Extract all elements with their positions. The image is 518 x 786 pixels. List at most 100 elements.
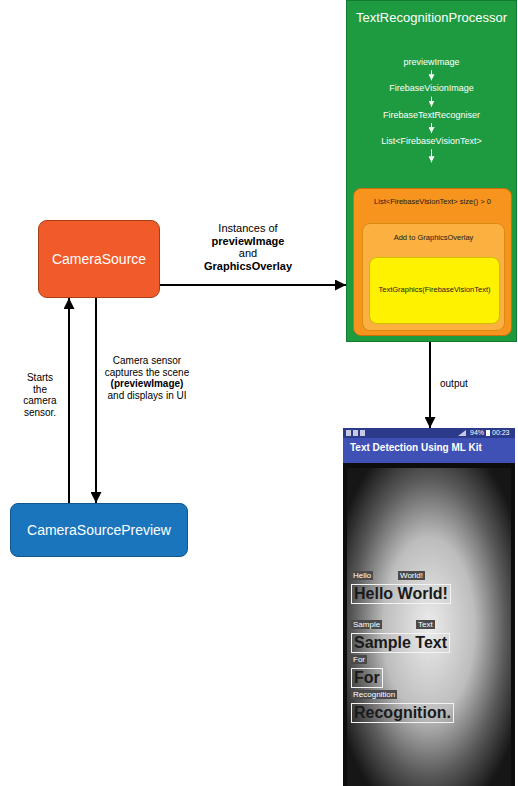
flow-step: FirebaseTextRecogniser <box>383 110 480 120</box>
label-word: UI <box>176 390 186 401</box>
edge-label: Starts the camera sensor. <box>12 372 68 418</box>
label-word: and <box>239 247 257 259</box>
label-word: displays <box>127 390 163 401</box>
overlay-label: Recognition <box>351 690 397 699</box>
node-label: TextRecognitionProcessor <box>356 11 507 26</box>
flow-arrow <box>431 70 432 80</box>
flow-arrow <box>429 342 431 428</box>
label-word: scene <box>163 367 190 378</box>
process-box: CameraSource <box>38 220 160 298</box>
overlay-label-box: Sample <box>351 620 382 629</box>
detected-text-box: Sample Text <box>351 633 450 653</box>
overlay-label-box: Hello <box>351 571 373 580</box>
label-word: the <box>146 367 160 378</box>
edge-label-box: Instances of previewImage and GraphicsOv… <box>193 222 303 273</box>
label-word: Instances <box>218 222 265 234</box>
label-word: (previewImage) <box>111 378 184 389</box>
label-word: Camera <box>113 355 149 366</box>
node-label: Text Detection Using ML Kit <box>350 442 482 454</box>
status-icon <box>353 430 358 436</box>
label-word: camera <box>23 395 56 406</box>
label-word: output <box>440 378 468 389</box>
edge-label: Camera sensor captures the scene (previe… <box>100 355 194 401</box>
detected-text: For <box>351 668 383 688</box>
flow-arrow <box>431 97 432 107</box>
flow-arrow <box>431 149 432 162</box>
label-line: and displays in UI <box>100 390 194 402</box>
graphics-box: TextGraphics(FirebaseVisionText) <box>369 257 500 324</box>
status-text-box: 94% <box>470 429 484 437</box>
overlay-label-box: World! <box>398 571 425 580</box>
status-icon <box>360 430 365 436</box>
node-label: List<FirebaseVisionText> size() > 0 <box>374 198 491 207</box>
label-word: the <box>33 384 47 395</box>
flow-arrow <box>68 298 70 503</box>
status-bar <box>343 428 515 438</box>
label-word: GraphicsOverlay <box>204 260 292 272</box>
phone-frame <box>343 428 515 786</box>
label-line: previewImage <box>193 235 303 248</box>
edge-label: output <box>440 378 500 390</box>
node-label: CameraSource <box>52 251 146 267</box>
detected-text-box: Hello World! <box>351 584 451 604</box>
label-word: and <box>108 390 125 401</box>
label-line: the <box>12 384 68 396</box>
detected-text: Hello World! <box>351 584 451 604</box>
label-line: GraphicsOverlay <box>193 260 303 273</box>
label-line: camera <box>12 395 68 407</box>
overlay-label: Sample <box>351 620 382 629</box>
signal-icon <box>458 430 466 436</box>
overlay-label-box: For <box>351 655 367 664</box>
label-line: (previewImage) <box>100 378 194 390</box>
edge-label-box: output <box>440 378 500 390</box>
flow-arrow <box>95 298 97 503</box>
flow-step: List<FirebaseVisionText> <box>381 136 481 146</box>
label-word: previewImage <box>212 235 285 247</box>
label-line: captures the scene <box>100 367 194 379</box>
overlay-label: World! <box>398 571 425 580</box>
node-label: TextGraphics(FirebaseVisionText) <box>379 286 491 295</box>
label-word: of <box>268 222 277 234</box>
label-word: sensor <box>151 355 181 366</box>
flow-step: FirebaseVisionImage <box>389 83 473 93</box>
label-line: Instances of <box>193 222 303 235</box>
status-text: 94% <box>470 429 484 437</box>
status-text: 00:23 <box>492 429 510 437</box>
camera-preview <box>347 468 511 786</box>
processor-panel: TextRecognitionProcessor previewImageFire… <box>346 0 517 342</box>
label-word: captures <box>105 367 143 378</box>
detected-text-box: For <box>351 668 383 688</box>
overlay-label-box: Text <box>416 620 435 629</box>
label-line: and <box>193 247 303 260</box>
overlay-label: Hello <box>351 571 373 580</box>
label-word: sensor. <box>24 407 56 418</box>
label-line: output <box>440 378 500 390</box>
status-icon <box>346 430 351 436</box>
label-line: sensor. <box>12 407 68 419</box>
condition-box: List<FirebaseVisionText> size() > 0 Add t… <box>353 188 512 336</box>
battery-icon <box>486 430 490 436</box>
edge-label-box: Starts the camera sensor. <box>12 372 68 418</box>
node-label: CameraSourcePreview <box>27 522 171 538</box>
overlay-label-box: Recognition <box>351 690 397 699</box>
flow-step: previewImage <box>403 57 459 67</box>
label-line: Camera sensor <box>100 355 194 367</box>
step-box: Add to GraphicsOverlayTextGraphics(Fireb… <box>362 223 505 331</box>
edge-label: Instances of previewImage and GraphicsOv… <box>193 222 303 273</box>
status-text-box: 00:23 <box>492 429 510 437</box>
phone-screen: Text Detection Using ML Kit <box>343 428 515 786</box>
detected-text-box: Recognition. <box>351 703 454 723</box>
flow-arrow <box>160 284 346 286</box>
node-label: Add to GraphicsOverlay <box>394 234 474 243</box>
overlay-label: Text <box>416 620 435 629</box>
process-box: CameraSourcePreview <box>10 503 188 557</box>
detected-text: Recognition. <box>351 703 454 723</box>
label-word: in <box>166 390 174 401</box>
detected-text: Sample Text <box>351 633 450 653</box>
label-word: Starts <box>27 372 53 383</box>
edge-label-box: Camera sensor captures the scene (previe… <box>100 355 194 401</box>
overlay-label: For <box>351 655 367 664</box>
